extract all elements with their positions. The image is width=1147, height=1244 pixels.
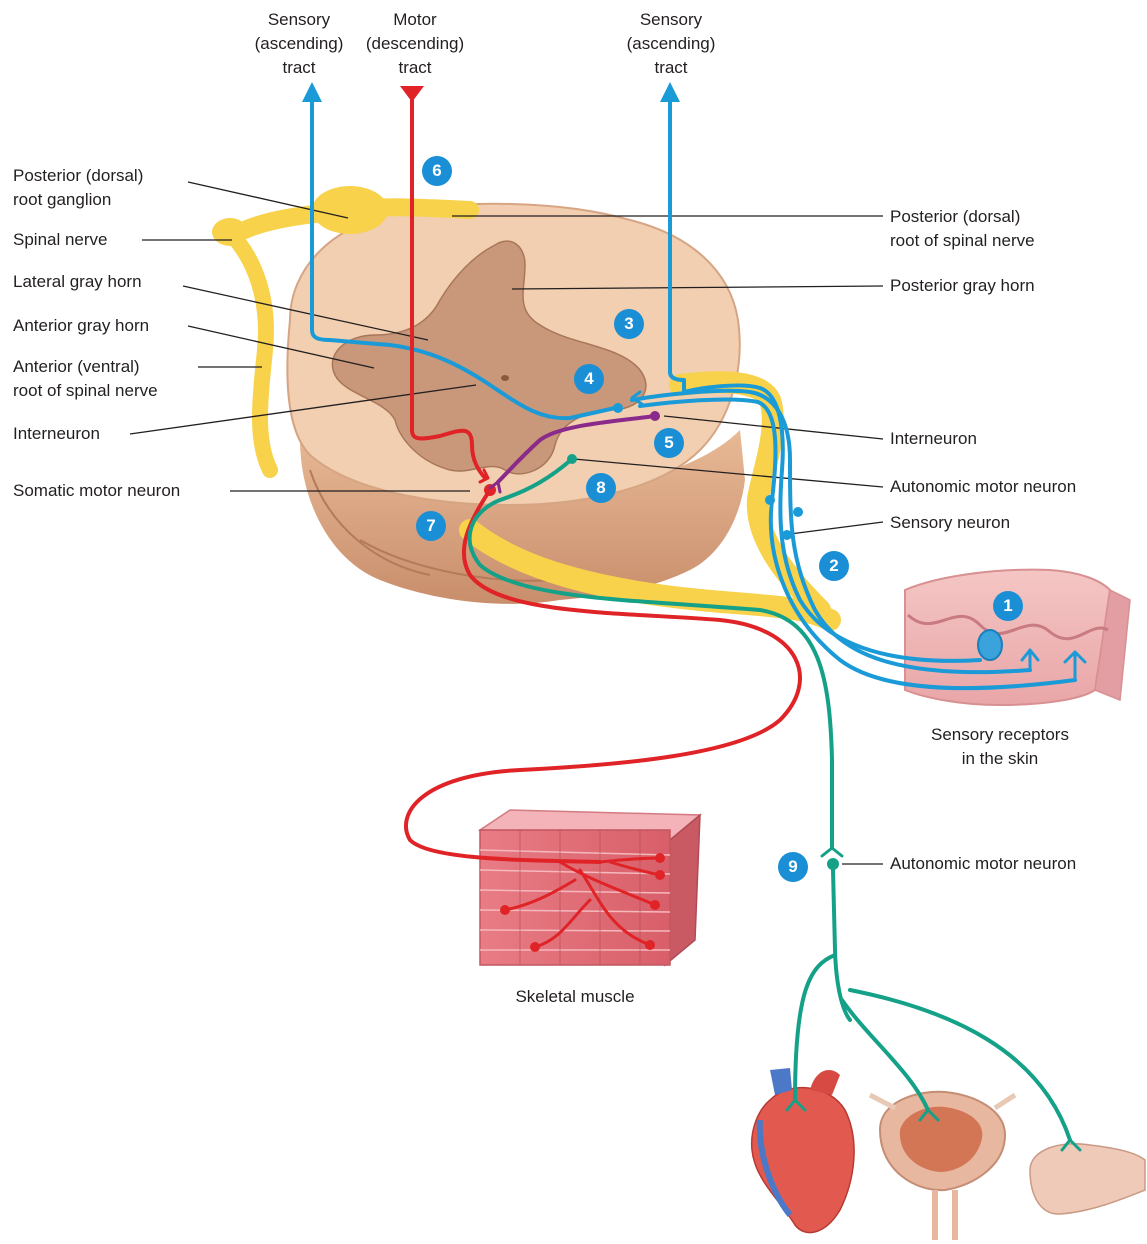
tract-label-motor: Motor (descending) tract [360, 8, 470, 80]
label-posterior-root: Posterior (dorsal) root of spinal nerve [890, 205, 1035, 253]
autonomic-postganglionic-fiber [833, 870, 850, 1020]
label-line: Posterior (dorsal) [890, 205, 1035, 229]
label-line: root ganglion [13, 188, 143, 212]
label-somatic-motor-neuron: Somatic motor neuron [13, 479, 180, 503]
heart-organ-icon [752, 1068, 854, 1233]
tract-label-line: tract [360, 56, 470, 80]
urinary-bladder-organ-icon [870, 1092, 1015, 1240]
pancreas-organ-icon [1030, 1144, 1145, 1214]
label-interneuron-left: Interneuron [13, 422, 100, 446]
label-line: Posterior (dorsal) [13, 164, 143, 188]
caption-line: Sensory receptors [905, 723, 1095, 747]
label-line: root of spinal nerve [13, 379, 158, 403]
caption-skin-receptors: Sensory receptors in the skin [905, 723, 1095, 771]
tract-label-line: Sensory [616, 8, 726, 32]
label-anterior-gray-horn: Anterior gray horn [13, 314, 149, 338]
tract-label-sensory-left: Sensory (ascending) tract [244, 8, 354, 80]
tract-label-line: (descending) [360, 32, 470, 56]
label-spinal-nerve: Spinal nerve [13, 228, 108, 252]
label-anterior-root: Anterior (ventral) root of spinal nerve [13, 355, 158, 403]
step-badge-3: 3 [614, 309, 644, 339]
caption-skeletal-muscle: Skeletal muscle [480, 985, 670, 1009]
label-posterior-root-ganglion: Posterior (dorsal) root ganglion [13, 164, 143, 212]
label-line: root of spinal nerve [890, 229, 1035, 253]
step-badge-6: 6 [422, 156, 452, 186]
label-interneuron-right: Interneuron [890, 427, 977, 451]
tract-label-line: (ascending) [244, 32, 354, 56]
step-badge-1: 1 [993, 591, 1023, 621]
tract-label-line: tract [244, 56, 354, 80]
label-posterior-gray-horn: Posterior gray horn [890, 274, 1035, 298]
label-lateral-gray-horn: Lateral gray horn [13, 270, 142, 294]
label-line: Anterior (ventral) [13, 355, 158, 379]
tract-label-line: Motor [360, 8, 470, 32]
label-autonomic-motor-neuron-lower: Autonomic motor neuron [890, 852, 1076, 876]
caption-line: in the skin [905, 747, 1095, 771]
step-badge-8: 8 [586, 473, 616, 503]
tract-label-line: (ascending) [616, 32, 726, 56]
step-badge-4: 4 [574, 364, 604, 394]
step-badge-9: 9 [778, 852, 808, 882]
step-badge-2: 2 [819, 551, 849, 581]
label-autonomic-motor-neuron: Autonomic motor neuron [890, 475, 1076, 499]
label-sensory-neuron: Sensory neuron [890, 511, 1010, 535]
step-badge-7: 7 [416, 511, 446, 541]
tract-label-line: tract [616, 56, 726, 80]
tract-label-sensory-right: Sensory (ascending) tract [616, 8, 726, 80]
tract-label-line: Sensory [244, 8, 354, 32]
step-badge-5: 5 [654, 428, 684, 458]
